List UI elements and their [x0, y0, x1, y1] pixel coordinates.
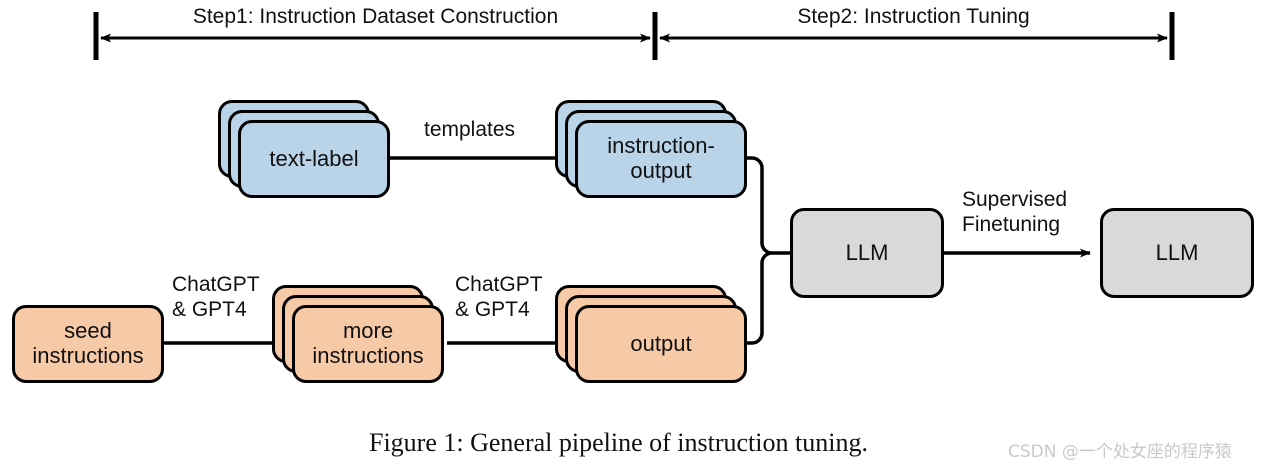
edge-label-templates: templates: [424, 118, 516, 141]
merge-bracket: [727, 156, 790, 345]
node-output-text: output: [630, 330, 692, 356]
csdn-watermark: CSDN @一个处女座的程序猿: [1008, 442, 1232, 462]
node-more-instructions[interactable]: more instructions: [292, 305, 444, 383]
node-seed-instructions[interactable]: seed instructions: [12, 305, 164, 383]
figure-caption: Figure 1: General pipeline of instructio…: [369, 428, 868, 457]
step1-label: Step1: Instruction Dataset Construction: [192, 5, 559, 28]
step2-label: Step2: Instruction Tuning: [797, 5, 1030, 28]
node-llm-base[interactable]: LLM: [790, 208, 944, 298]
node-text-label[interactable]: text-label: [238, 120, 390, 198]
node-output[interactable]: output: [575, 305, 747, 383]
node-instruction-output-text: instruction- output: [607, 133, 715, 183]
edge-label-chatgpt-gpt4-2: ChatGPT & GPT4: [455, 273, 543, 321]
node-text-label-text: text-label: [269, 145, 359, 171]
edge-label-supervised-finetuning: Supervised Finetuning: [962, 188, 1068, 236]
node-llm-tuned-text: LLM: [1155, 239, 1199, 265]
node-llm-tuned[interactable]: LLM: [1100, 208, 1254, 298]
node-llm-base-text: LLM: [845, 239, 889, 265]
node-seed-instructions-text: seed instructions: [32, 318, 144, 368]
edge-label-chatgpt-gpt4-1: ChatGPT & GPT4: [172, 273, 260, 321]
node-instruction-output[interactable]: instruction- output: [575, 120, 747, 198]
node-more-instructions-text: more instructions: [312, 318, 424, 368]
